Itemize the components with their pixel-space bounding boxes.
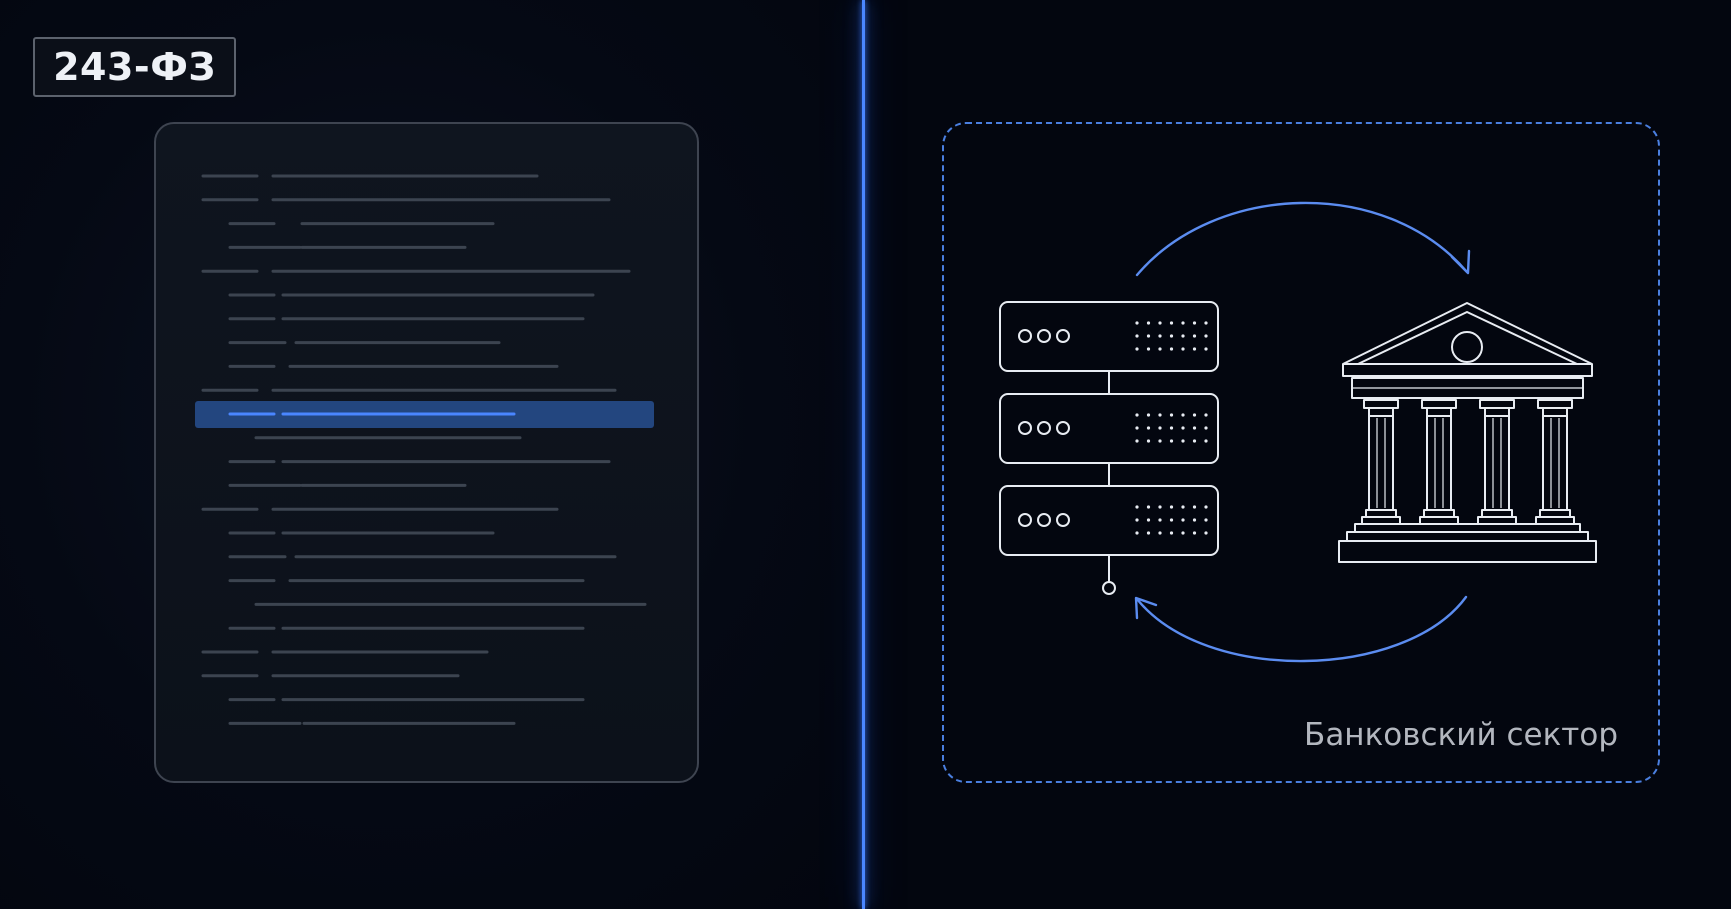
document-panel (154, 122, 699, 783)
vent-dot (1181, 505, 1185, 509)
vent-dot (1146, 439, 1151, 443)
vent-dot (1135, 334, 1139, 338)
vent-dot (1158, 439, 1162, 443)
vent-dot (1192, 334, 1197, 338)
vent-dot (1181, 531, 1185, 535)
vent-dot (1146, 321, 1151, 325)
vent-dot (1135, 321, 1139, 325)
vent-dot (1169, 518, 1174, 522)
bank-columns (1361, 399, 1575, 525)
vent-dot (1181, 413, 1185, 417)
curved-arrow-left-icon (1135, 595, 1468, 663)
vent-dot (1135, 439, 1139, 443)
vent-dot (1146, 334, 1151, 338)
vent-dot (1135, 347, 1139, 351)
vent-dot (1192, 321, 1197, 325)
vent-dot (1146, 505, 1151, 509)
vent-dot (1169, 531, 1174, 535)
vent-dot (1204, 426, 1208, 430)
vent-dot (1158, 518, 1162, 522)
vent-dot (1192, 413, 1197, 417)
vent-dot (1169, 426, 1174, 430)
vent-dot (1158, 347, 1162, 351)
vent-dot (1146, 413, 1151, 417)
vent-dot (1146, 518, 1151, 522)
vent-dot (1135, 505, 1139, 509)
vent-dot (1204, 505, 1208, 509)
vent-dot (1135, 531, 1139, 535)
vent-dot (1135, 413, 1139, 417)
vent-dot (1204, 531, 1208, 535)
vent-dot (1169, 321, 1174, 325)
document-text-lines (195, 174, 654, 725)
vent-dot (1169, 347, 1174, 351)
vent-dot (1169, 413, 1174, 417)
vent-dot (1169, 334, 1174, 338)
vent-dot (1181, 426, 1185, 430)
vent-dot (1192, 505, 1197, 509)
vent-dot (1146, 531, 1151, 535)
vent-dot (1146, 347, 1151, 351)
vent-dot (1192, 531, 1197, 535)
sector-label: Банковский сектор (1304, 717, 1618, 753)
vent-dot (1181, 321, 1185, 325)
bank-building-icon (1338, 302, 1597, 563)
vent-dot (1158, 334, 1162, 338)
vent-dot (1169, 439, 1174, 443)
vent-dot (1146, 426, 1151, 430)
vent-dot (1204, 321, 1208, 325)
vent-dot (1204, 347, 1208, 351)
pediment-emblem-icon (1451, 331, 1483, 363)
vent-dot (1192, 426, 1197, 430)
vent-dot (1181, 518, 1185, 522)
vent-dot (1204, 334, 1208, 338)
vent-dot (1135, 426, 1139, 430)
vent-dot (1135, 518, 1139, 522)
vent-dot (1181, 347, 1185, 351)
law-badge-text: 243-ФЗ (53, 45, 216, 89)
vent-dot (1204, 518, 1208, 522)
vent-dot (1158, 321, 1162, 325)
exchange-arrows (1134, 201, 1471, 663)
vent-dot (1192, 518, 1197, 522)
vent-dot (1158, 426, 1162, 430)
vent-dot (1192, 347, 1197, 351)
vent-dot (1181, 334, 1185, 338)
vent-dot (1192, 439, 1197, 443)
law-badge: 243-ФЗ (33, 37, 236, 97)
vent-dot (1169, 505, 1174, 509)
vent-dot (1204, 439, 1208, 443)
vent-dot (1158, 413, 1162, 417)
server-vent-dots (1135, 321, 1208, 535)
curved-arrow-right-icon (1135, 201, 1469, 277)
vertical-divider (862, 0, 865, 909)
vent-dot (1158, 531, 1162, 535)
banking-sector-box: Банковский сектор (942, 122, 1660, 783)
connector-node-icon (1102, 581, 1116, 595)
server-rack-icon (999, 301, 1219, 595)
vent-dot (1181, 439, 1185, 443)
vent-dot (1158, 505, 1162, 509)
vent-dot (1204, 413, 1208, 417)
